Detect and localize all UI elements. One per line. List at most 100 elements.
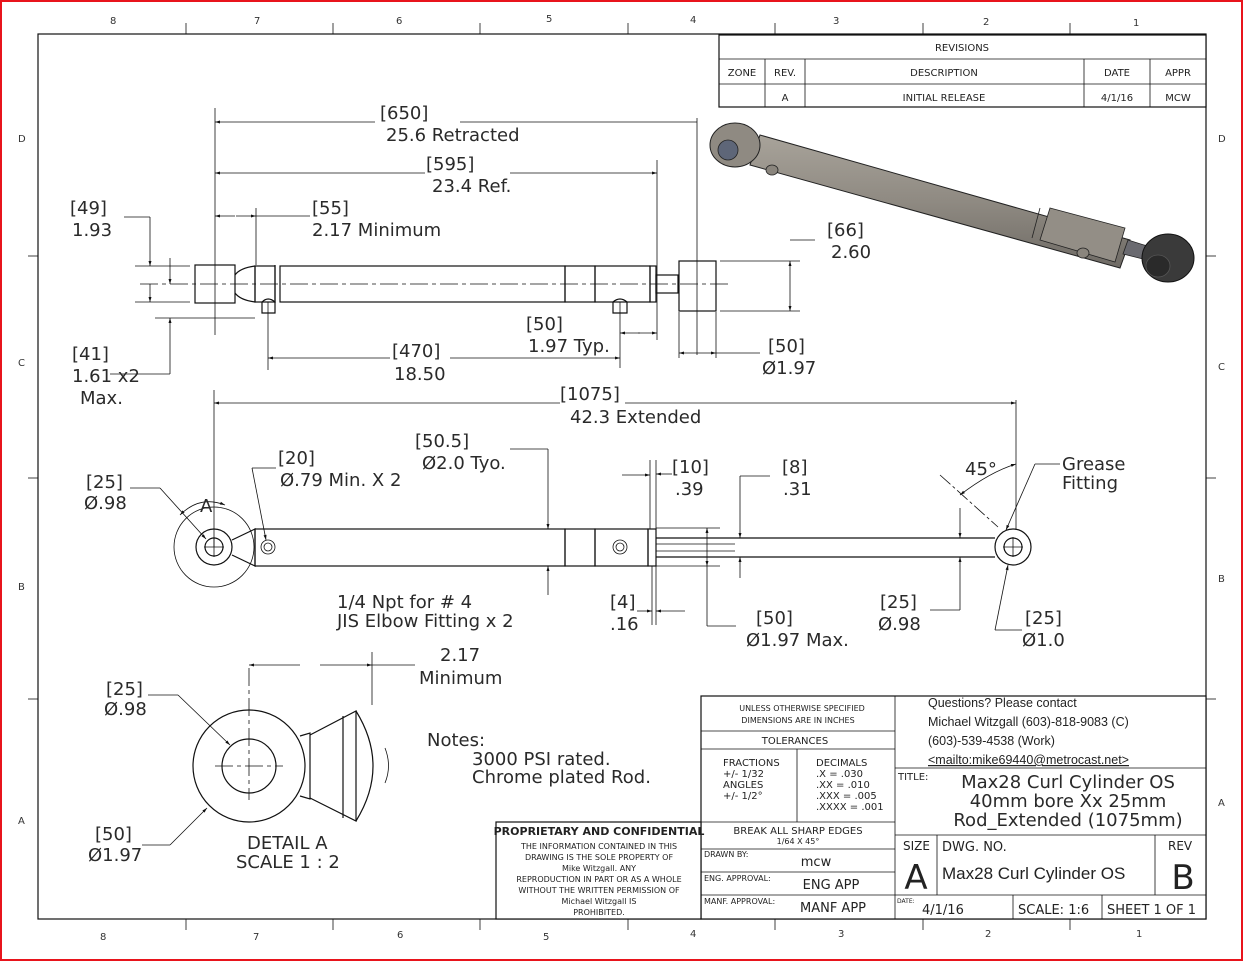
detail-dim-217-note: Minimum bbox=[419, 668, 502, 689]
notes: Notes: 3000 PSI rated. Chrome plated Rod… bbox=[427, 730, 651, 788]
proprietary-line: DRAWING IS THE SOLE PROPERTY OF bbox=[525, 853, 673, 862]
notes-heading: Notes: bbox=[427, 730, 485, 751]
fitting-note-2: JIS Elbow Fitting x 2 bbox=[336, 611, 514, 632]
dim-1075: [1075] bbox=[560, 384, 620, 405]
contact-line: Michael Witzgall (603)-818-9083 (C) bbox=[928, 715, 1129, 729]
dim-20-inch: Ø.79 Min. X 2 bbox=[280, 470, 401, 491]
manf-approval-value: MANF APP bbox=[800, 901, 866, 916]
manf-approval-label: MANF. APPROVAL: bbox=[704, 897, 775, 906]
dwg-no-label: DWG. NO. bbox=[942, 840, 1007, 855]
dim-41-inch: 1.61 x2 bbox=[72, 366, 140, 387]
tolerance-decimal: .XXXX = .001 bbox=[816, 802, 884, 813]
dim-4-inch: .16 bbox=[610, 614, 639, 635]
proprietary-line: THE INFORMATION CONTAINED IN THIS bbox=[520, 842, 677, 851]
note-line: Chrome plated Rod. bbox=[472, 767, 651, 788]
dim-470: [470] bbox=[392, 341, 440, 362]
dim-650-inch: 25.6 Retracted bbox=[386, 125, 520, 146]
dim-595: [595] bbox=[426, 154, 474, 175]
dim-41: [41] bbox=[72, 344, 109, 365]
detail-dim-25-inch: Ø.98 bbox=[104, 699, 147, 720]
dim-66: [66] bbox=[827, 220, 864, 241]
side-view: [1075] 42.3 Extended [50.5] Ø2.0 Tyo. [2… bbox=[84, 384, 1126, 651]
dim-50-dia-inch: Ø1.97 bbox=[762, 358, 816, 379]
revision-appr: MCW bbox=[1165, 93, 1191, 104]
detail-a-label: DETAIL A bbox=[247, 833, 328, 854]
zone-label-left: A bbox=[18, 816, 25, 827]
dim-595-inch: 23.4 Ref. bbox=[432, 176, 511, 197]
zone-label-top: 8 bbox=[110, 16, 116, 27]
dim-50-typ: [50] bbox=[526, 314, 563, 335]
proprietary-line: Mike Witzgall. ANY bbox=[562, 864, 636, 873]
rev-value: B bbox=[1171, 858, 1194, 898]
tolerance-fraction: +/- 1/2° bbox=[723, 791, 763, 802]
dim-1075-inch: 42.3 Extended bbox=[570, 407, 701, 428]
dim-10: [10] bbox=[672, 457, 709, 478]
revisions-header: REV. bbox=[774, 68, 796, 79]
date-label: DATE: bbox=[897, 898, 915, 905]
zone-label-top: 1 bbox=[1133, 18, 1139, 29]
zone-label-right: B bbox=[1218, 574, 1225, 585]
zone-ticks-bottom bbox=[185, 919, 1071, 930]
detail-dim-217: 2.17 bbox=[440, 645, 480, 666]
dim-4: [4] bbox=[610, 592, 636, 613]
break-edges-spec: 1/64 X 45° bbox=[777, 837, 820, 846]
revision-description: INITIAL RELEASE bbox=[903, 93, 986, 104]
size-label: SIZE bbox=[903, 839, 930, 853]
title-label: TITLE: bbox=[897, 772, 928, 783]
tolerance-fraction: FRACTIONS bbox=[723, 758, 780, 769]
revisions-title: REVISIONS bbox=[935, 43, 989, 54]
detail-dim-50: [50] bbox=[95, 824, 132, 845]
tolerance-fraction: +/- 1/32 bbox=[723, 769, 764, 780]
drawn-by-value: mcw bbox=[801, 855, 832, 870]
zone-label-bottom: 6 bbox=[397, 930, 403, 941]
dim-25-eye: [25] bbox=[86, 472, 123, 493]
zone-label-bottom: 5 bbox=[543, 932, 549, 943]
break-edges: BREAK ALL SHARP EDGES bbox=[733, 826, 862, 837]
tolerance-decimal: DECIMALS bbox=[816, 758, 867, 769]
tolerance-fraction: ANGLES bbox=[723, 780, 763, 791]
grease-fitting-label: Grease bbox=[1062, 454, 1126, 475]
detail-a-callout: A bbox=[200, 496, 213, 517]
zone-label-bottom: 4 bbox=[690, 929, 696, 940]
zone-label-top: 7 bbox=[254, 16, 260, 27]
zone-label-left: B bbox=[18, 582, 25, 593]
revision-date: 4/1/16 bbox=[1101, 93, 1133, 104]
contact-email-link[interactable]: <mailto:mike69440@metrocast.net> bbox=[928, 753, 1129, 767]
dim-50-max-inch: Ø1.97 Max. bbox=[746, 630, 849, 651]
dim-49: [49] bbox=[70, 198, 107, 219]
dim-650: [650] bbox=[380, 103, 428, 124]
zone-label-right: C bbox=[1218, 362, 1225, 373]
dim-25-pin: [25] bbox=[1025, 608, 1062, 629]
title-block: UNLESS OTHERWISE SPECIFIED DIMENSIONS AR… bbox=[494, 695, 1207, 920]
dim-angle-45: 45° bbox=[965, 459, 997, 480]
proprietary-line: Michael Witzgall IS bbox=[562, 897, 637, 906]
zone-label-bottom: 3 bbox=[838, 929, 844, 940]
tolerances-label: TOLERANCES bbox=[761, 736, 828, 747]
tolerance-decimal: .XX = .010 bbox=[816, 780, 870, 791]
dim-10-inch: .39 bbox=[675, 479, 704, 500]
contact-line: Questions? Please contact bbox=[928, 696, 1077, 710]
dim-25-eye-inch: Ø.98 bbox=[84, 493, 127, 514]
zone-label-bottom: 8 bbox=[100, 932, 106, 943]
fitting-note: 1/4 Npt for # 4 bbox=[337, 592, 472, 613]
dim-470-inch: 18.50 bbox=[394, 364, 446, 385]
dim-50-max: [50] bbox=[756, 608, 793, 629]
dim-25-rod: [25] bbox=[880, 592, 917, 613]
drawn-by-label: DRAWN BY: bbox=[704, 850, 748, 859]
dim-50-typ-inch: 1.97 Typ. bbox=[528, 336, 610, 357]
dim-50-5: [50.5] bbox=[415, 431, 469, 452]
detail-dim-25: [25] bbox=[106, 679, 143, 700]
note-line: 3000 PSI rated. bbox=[472, 749, 611, 770]
date-value: 4/1/16 bbox=[922, 903, 964, 918]
revisions-row: A INITIAL RELEASE 4/1/16 MCW bbox=[782, 93, 1191, 104]
revisions-table: REVISIONS ZONE REV. DESCRIPTION DATE APP… bbox=[718, 34, 1207, 108]
zone-label-top: 4 bbox=[690, 15, 696, 26]
zone-labels: 8 7 6 5 4 3 2 1 8 7 6 5 4 3 2 1 D C B A … bbox=[18, 14, 1226, 943]
grease-fitting-label-2: Fitting bbox=[1062, 473, 1118, 494]
isometric-cylinder-view bbox=[709, 122, 1195, 283]
dwg-no-value: Max28 Curl Cylinder OS bbox=[942, 864, 1125, 883]
zone-label-right: A bbox=[1218, 798, 1225, 809]
zone-label-left: C bbox=[18, 358, 25, 369]
dimensions-in-inches: DIMENSIONS ARE IN INCHES bbox=[741, 716, 854, 725]
revision-rev: A bbox=[782, 93, 789, 104]
